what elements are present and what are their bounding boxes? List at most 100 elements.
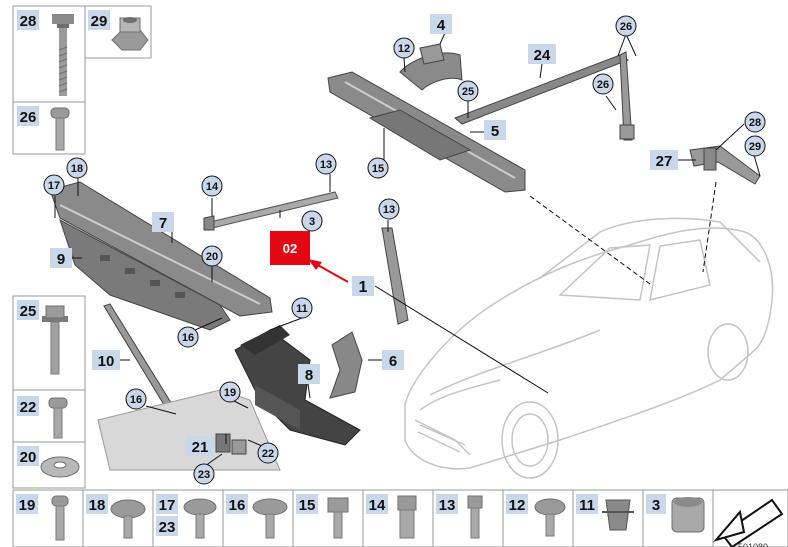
svg-text:1: 1 (359, 279, 368, 296)
label-26a: 26 (615, 15, 637, 37)
label-9: 9 (50, 248, 72, 268)
tile-22: 22 (17, 396, 68, 439)
label-11: 11 (291, 297, 313, 319)
svg-text:11: 11 (296, 303, 308, 315)
label-14: 14 (201, 175, 223, 197)
part-1-strut (381, 227, 409, 325)
tile-19: 19 (16, 494, 69, 541)
svg-text:28: 28 (749, 117, 761, 129)
footer-code: 501080 (738, 542, 768, 547)
svg-text:8: 8 (305, 367, 313, 384)
svg-text:12: 12 (398, 43, 410, 55)
svg-text:20: 20 (206, 251, 218, 263)
svg-text:27: 27 (656, 153, 673, 170)
label-10: 10 (92, 350, 120, 370)
flange-bolt-icon (42, 305, 68, 375)
tile-11: 11 (576, 494, 634, 531)
nut-icon (111, 17, 149, 51)
tile-29: 29 (88, 10, 149, 51)
label-24: 24 (528, 44, 556, 64)
arrow-icon (713, 498, 784, 547)
bolt-icon (52, 14, 74, 96)
washer-icon (40, 456, 80, 478)
tile-26: 26 (17, 106, 70, 151)
label-18: 18 (66, 157, 88, 179)
label-19: 19 (219, 381, 241, 403)
tile-28: 28 (17, 10, 74, 96)
label-6: 6 (382, 350, 404, 370)
screw-icon (50, 107, 70, 151)
label-3: 3 (301, 210, 323, 232)
svg-text:23: 23 (198, 469, 210, 481)
label-1: 1 (352, 276, 374, 296)
part-27-bracket (689, 145, 761, 185)
label-22: 22 (257, 442, 279, 464)
tile-label: 19 (19, 497, 36, 514)
square-labels: 1 4 5 6 7 8 9 10 21 24 27 (50, 14, 678, 456)
tile-13: 13 (436, 494, 483, 539)
svg-text:16: 16 (130, 394, 142, 406)
label-23: 23 (193, 463, 215, 485)
label-25: 25 (457, 80, 479, 102)
tile-label: 25 (20, 303, 37, 320)
tile-15: 15 (296, 494, 349, 539)
label-12: 12 (393, 37, 415, 59)
tile-16: 16 (226, 494, 288, 539)
tile-20: 20 (17, 446, 80, 478)
svg-text:10: 10 (98, 353, 115, 370)
svg-text:14: 14 (206, 181, 219, 193)
label-27: 27 (650, 150, 678, 170)
tile-label: 22 (20, 399, 37, 416)
callout-text: 02 (283, 241, 297, 256)
part-5-bar (327, 71, 526, 193)
tile-label: 17 (159, 497, 176, 514)
label-17: 17 (43, 174, 65, 196)
svg-text:13: 13 (320, 159, 332, 171)
part-13-strut (203, 191, 339, 231)
svg-text:21: 21 (192, 439, 209, 456)
svg-text:15: 15 (372, 163, 384, 175)
tile-17: 17 23 (156, 494, 217, 539)
part-4-bracket (399, 43, 463, 91)
label-8: 8 (298, 364, 320, 384)
svg-text:18: 18 (71, 163, 83, 175)
label-4: 4 (430, 14, 452, 34)
label-28: 28 (744, 111, 766, 133)
svg-text:7: 7 (159, 215, 167, 232)
svg-text:4: 4 (437, 17, 446, 34)
svg-text:13: 13 (383, 204, 395, 216)
tile-label: 12 (509, 497, 526, 514)
svg-text:6: 6 (389, 353, 397, 370)
svg-text:19: 19 (224, 387, 236, 399)
part-9-panel (59, 218, 231, 331)
tile-3: 3 (646, 494, 705, 533)
svg-text:22: 22 (262, 448, 274, 460)
screw-icon (48, 397, 68, 439)
svg-text:26: 26 (620, 21, 632, 33)
svg-text:9: 9 (57, 251, 65, 268)
label-5: 5 (484, 120, 506, 140)
tile-label: 18 (89, 497, 106, 514)
tile-label: 28 (20, 13, 37, 30)
tile-label: 23 (159, 519, 176, 536)
svg-text:3: 3 (309, 216, 315, 228)
svg-text:26: 26 (597, 79, 609, 91)
label-13b: 13 (378, 198, 400, 220)
tile-label: 3 (652, 497, 660, 514)
part-21-block (215, 433, 247, 455)
tile-12: 12 (506, 494, 566, 537)
highlight-callout: 02 (270, 231, 349, 283)
label-7: 7 (152, 212, 174, 232)
svg-text:17: 17 (48, 180, 60, 192)
svg-text:25: 25 (462, 86, 474, 98)
fastener-grid-top (12, 5, 152, 155)
tile-label: 15 (299, 497, 316, 514)
svg-text:24: 24 (534, 47, 551, 64)
label-15: 15 (367, 157, 389, 179)
label-16b: 16 (125, 388, 147, 410)
fastener-strip-bottom (12, 489, 788, 547)
car-outline-icon (404, 217, 774, 479)
part-6-bracket (329, 331, 363, 399)
